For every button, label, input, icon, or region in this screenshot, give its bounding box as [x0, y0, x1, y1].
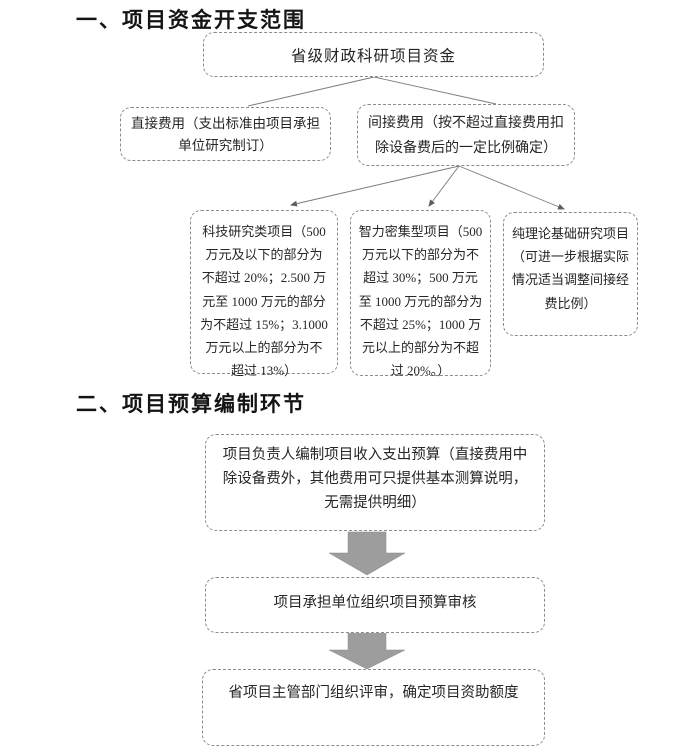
flow-box-intellect-intensive: 智力密集型项目（500 万元以下的部分为不超过 30%；500 万元至 1000… — [350, 210, 491, 378]
connector-arrow-line — [428, 165, 460, 207]
flow-box-label: 直接费用（支出标准由项目承担单位研究制订） — [131, 116, 320, 153]
flow-box-tech-research: 科技研究类项目（500 万元及以下的部分为不超过 20%；2.500 万元至 1… — [190, 210, 338, 378]
flow-step-label: 项目负责人编制项目收入支出预算（直接费用中除设备费外，其他费用可只提供基本测算说… — [222, 447, 528, 511]
flow-step-label: 项目承担单位组织项目预算审核 — [273, 595, 477, 611]
flow-step-label: 省项目主管部门组织评审，确定项目资助额度 — [228, 685, 519, 701]
down-arrow-icon — [328, 631, 406, 670]
flow-box-label: 省级财政科研项目资金 — [290, 47, 456, 65]
section2-heading: 二、项目预算编制环节 — [76, 393, 306, 416]
flow-box-direct-costs: 直接费用（支出标准由项目承担单位研究制订） — [120, 107, 331, 161]
connector-arrow-line — [458, 165, 565, 210]
flow-step-department-evaluation: 省项目主管部门组织评审，确定项目资助额度 — [202, 669, 545, 746]
connector-line — [373, 76, 497, 105]
section1-heading: 一、项目资金开支范围 — [76, 9, 306, 32]
flow-box-label: 智力密集型项目（500 万元以下的部分为不超过 30%；500 万元至 1000… — [358, 224, 483, 379]
connector-line — [247, 76, 375, 107]
down-arrow-icon — [328, 531, 406, 576]
flow-box-label: 纯理论基础研究项目（可进一步根据实际情况适当调整间接经费比例） — [511, 226, 629, 311]
flow-box-pure-theory: 纯理论基础研究项目（可进一步根据实际情况适当调整间接经费比例） — [503, 212, 638, 336]
flow-step-budget-preparation: 项目负责人编制项目收入支出预算（直接费用中除设备费外，其他费用可只提供基本测算说… — [205, 434, 545, 531]
flow-box-label: 科技研究类项目（500 万元及以下的部分为不超过 20%；2.500 万元至 1… — [200, 224, 328, 379]
flow-box-root-funds: 省级财政科研项目资金 — [203, 32, 544, 77]
flow-box-indirect-costs: 间接费用（按不超过直接费用扣除设备费后的一定比例确定） — [357, 104, 575, 166]
flow-box-label: 间接费用（按不超过直接费用扣除设备费后的一定比例确定） — [368, 116, 564, 156]
flow-step-unit-review: 项目承担单位组织项目预算审核 — [205, 577, 545, 633]
connector-arrow-line — [290, 165, 460, 207]
